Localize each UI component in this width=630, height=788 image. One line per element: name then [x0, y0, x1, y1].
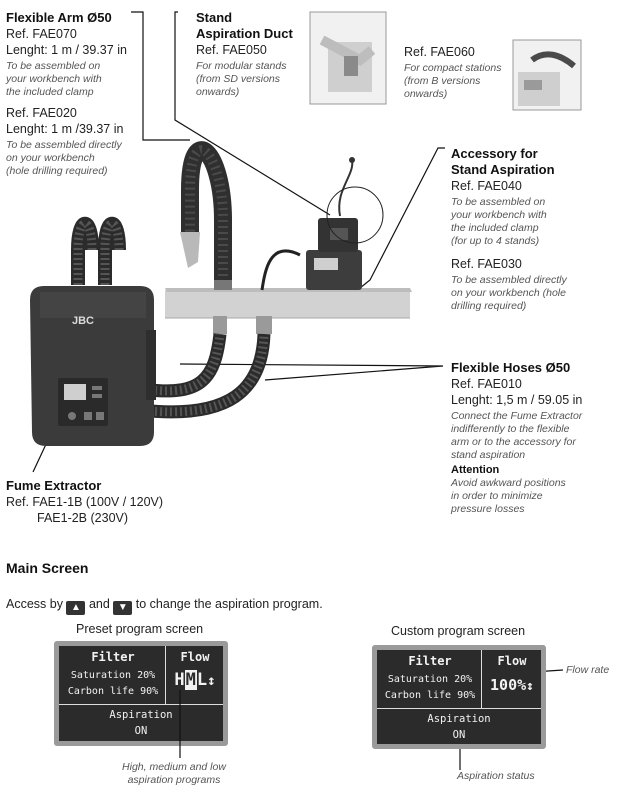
preset-caption: Preset program screen [76, 622, 204, 636]
fume-extractor: JBC [30, 286, 156, 446]
custom-caption: Custom program screen [391, 624, 526, 638]
accessory-ref2: Ref. FAE030 [451, 257, 522, 271]
hoses-attention: Attention [451, 464, 500, 476]
custom-carbon-life: Carbon life 90% [384, 690, 476, 701]
preset-aspiration-status: ON [134, 725, 148, 737]
flexible-arm-ref1: Ref. FAE070 [6, 27, 77, 41]
preset-flow-programs: HML↕ [167, 670, 223, 690]
stand-duct-note: For modular stands (from SD versions onw… [196, 60, 287, 98]
chevron-down-icon: ▼ [113, 601, 133, 615]
accessory-title-2: Stand Aspiration [451, 162, 555, 177]
flexible-arm-title: Flexible Arm Ø50 [6, 10, 112, 25]
flexible-arm-block: Flexible Arm Ø50 Ref. FAE070 Lenght: 1 m… [6, 10, 156, 178]
custom-aspiration-status: ON [452, 729, 466, 741]
preset-aspiration-label: Aspiration [109, 709, 173, 721]
hoses-title: Flexible Hoses Ø50 [451, 360, 571, 375]
flow-program-low: L [196, 670, 208, 690]
extractor-block: Fume Extractor Ref. FAE1-1B (100V / 120V… [6, 478, 206, 526]
compact-duct-ref: Ref. FAE060 [404, 45, 475, 59]
stand-duct-ref: Ref. FAE050 [196, 43, 267, 57]
main-screen-title: Main Screen [6, 560, 89, 576]
flexible-arm [180, 141, 232, 290]
flexible-arm-length1: Lenght: 1 m / 39.37 in [6, 43, 127, 57]
extractor-ref-2: FAE1-2B (230V) [37, 511, 129, 525]
preset-screen: Filter Flow Saturation 20% Carbon life 9… [54, 641, 228, 746]
preset-carbon-life: Carbon life 90% [67, 686, 159, 697]
stand-duct-title-1: Stand [196, 10, 233, 25]
inset-compact-duct [512, 39, 582, 111]
stand-duct-block: Stand Aspiration Duct Ref. FAE050 For mo… [196, 10, 308, 99]
stand-duct-title-2: Aspiration Duct [196, 26, 293, 41]
accessory-note2: To be assembled directly on your workben… [451, 274, 567, 312]
hoses-attention-note: Avoid awkward positions in order to mini… [451, 477, 566, 515]
accessory-ref: Ref. FAE040 [451, 179, 522, 193]
extractor-title: Fume Extractor [6, 478, 102, 493]
extractor-intake-hoses [71, 216, 126, 285]
custom-flow-label: Flow [497, 654, 527, 668]
hoses-note: Connect the Fume Extractor indifferently… [451, 410, 583, 461]
preset-filter-label: Filter [91, 650, 135, 664]
accessory-block: Accessory for Stand Aspiration Ref. FAE0… [451, 146, 621, 313]
leader-hoses [179, 363, 444, 381]
leader-flexible-arm [131, 11, 190, 141]
extractor-ref-1: Ref. FAE1-1B (100V / 120V) [6, 495, 164, 509]
chevron-up-icon: ▲ [66, 601, 86, 615]
preset-annotation: High, medium and low aspiration programs [122, 761, 226, 786]
flexible-hoses [139, 333, 271, 419]
custom-screen: Filter Flow Saturation 20% Carbon life 9… [372, 645, 546, 749]
flow-program-medium: M [184, 670, 197, 690]
leader-accessory [354, 147, 445, 293]
preset-saturation: Saturation 20% [70, 670, 156, 681]
up-down-arrow-icon: ↕ [526, 679, 534, 694]
product-illustration: JBC [30, 11, 582, 473]
flexible-arm-length2: Lenght: 1 m /39.37 in [6, 122, 124, 136]
up-down-arrow-icon: ↕ [207, 673, 216, 689]
flow-rate-annotation: Flow rate [566, 664, 610, 676]
extractor-logo: JBC [72, 315, 94, 327]
aspiration-status-annotation: Aspiration status [457, 770, 535, 782]
flow-program-high: H [174, 670, 185, 690]
custom-saturation: Saturation 20% [387, 674, 473, 685]
inset-stand-duct [309, 11, 387, 105]
accessory-note: To be assembled on your workbench with t… [451, 196, 547, 247]
preset-flow-label: Flow [180, 650, 210, 664]
accessory-title-1: Accessory for [451, 146, 538, 161]
soldering-station [260, 157, 384, 291]
flexible-arm-note1: To be assembled on your workbench with t… [6, 60, 102, 98]
custom-filter-label: Filter [408, 654, 452, 668]
hoses-block: Flexible Hoses Ø50 Ref. FAE010 Lenght: 1… [451, 360, 621, 516]
hoses-length: Lenght: 1,5 m / 59.05 in [451, 393, 583, 407]
compact-duct-block: Ref. FAE060 For compact stations (from B… [404, 44, 512, 101]
flexible-arm-ref2: Ref. FAE020 [6, 106, 77, 120]
hoses-ref: Ref. FAE010 [451, 377, 522, 391]
hose-connectors [213, 316, 272, 334]
custom-aspiration-label: Aspiration [427, 713, 491, 725]
leader-stand-duct [174, 11, 331, 216]
custom-flow-value-group: 100%↕ [483, 676, 541, 694]
compact-duct-note: For compact stations (from B versions on… [404, 62, 502, 100]
custom-flow-value: 100% [490, 676, 527, 694]
access-instructions: Access by ▲ and ▼ to change the aspirati… [6, 597, 323, 615]
flexible-arm-note2: To be assembled directly on your workben… [6, 139, 122, 177]
